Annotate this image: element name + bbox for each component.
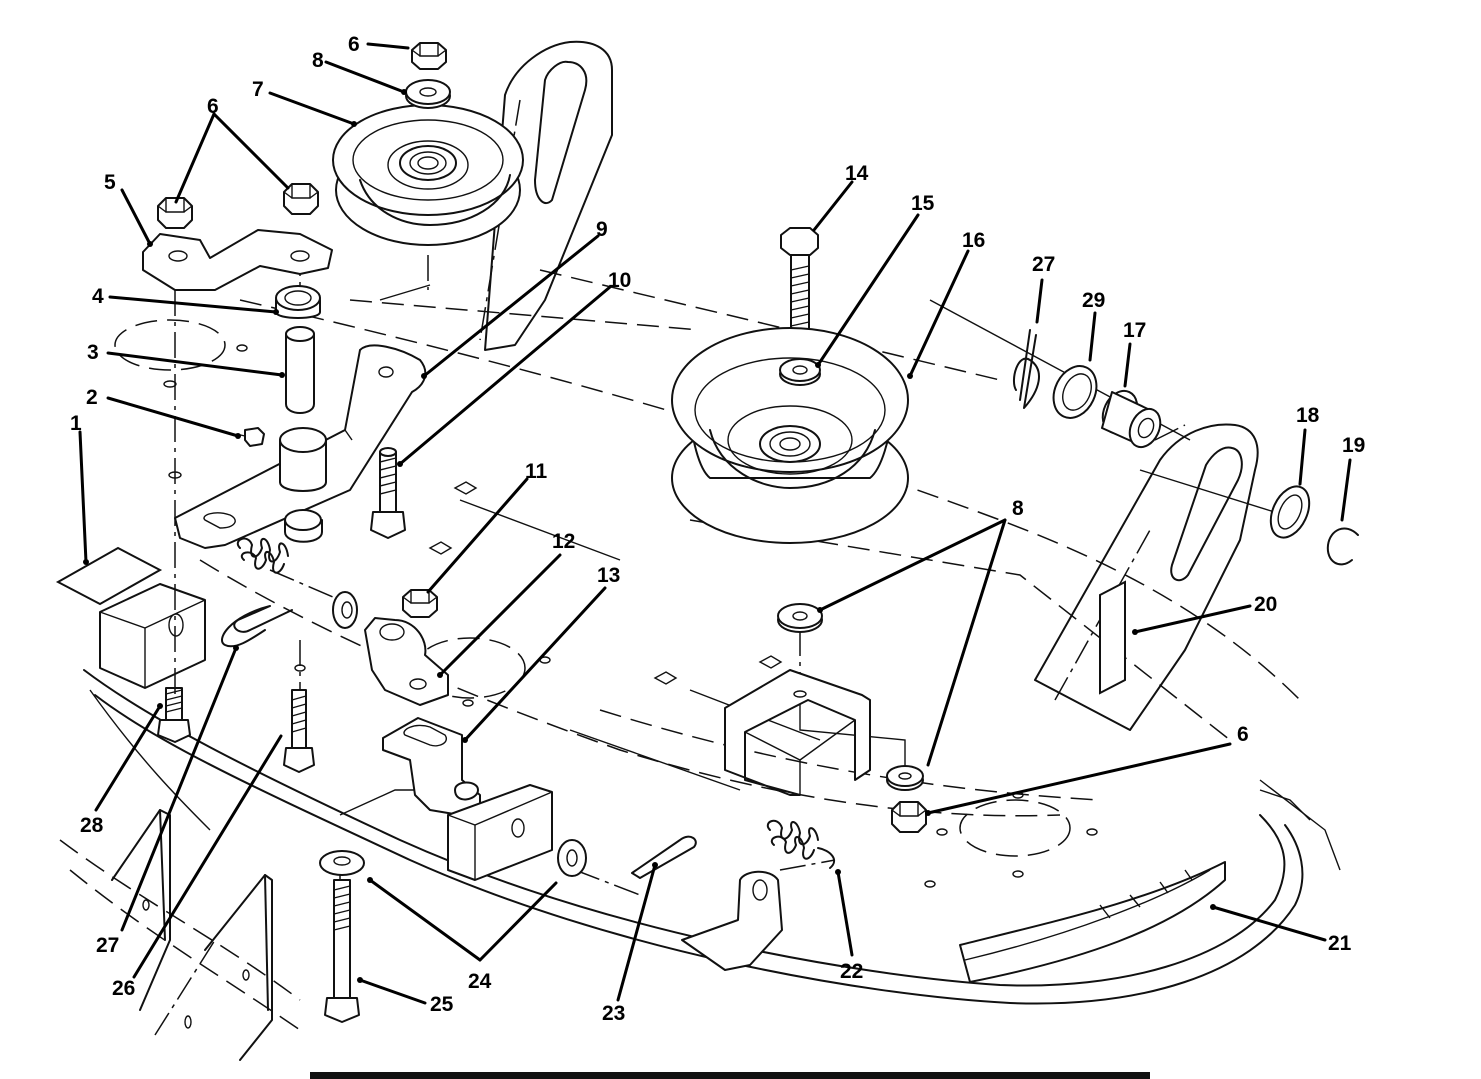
- clip-19: [1326, 527, 1359, 566]
- callout-29: 29: [1082, 289, 1105, 312]
- skid-21: [959, 861, 1226, 983]
- callout-22: 22: [840, 960, 863, 983]
- leader-lines: [78, 42, 1352, 1005]
- washer-24b: [557, 839, 587, 877]
- callout-8: 8: [312, 49, 324, 72]
- callout-19: 19: [1342, 434, 1365, 457]
- callout-6: 6: [207, 95, 219, 118]
- callout-24: 24: [468, 970, 492, 993]
- callout-23: 23: [602, 1002, 625, 1025]
- right-side-plate: [1034, 423, 1259, 731]
- bolt-26: [283, 689, 315, 773]
- cotter-pin-23: [631, 835, 697, 879]
- rear-pulley-plate: [479, 40, 613, 351]
- spacer-3: [285, 326, 315, 414]
- spring-left: [236, 537, 289, 574]
- callout-27: 27: [96, 934, 119, 957]
- callout-15: 15: [911, 192, 935, 215]
- washer-left: [332, 591, 358, 629]
- callout-3: 3: [87, 341, 99, 364]
- callout-28: 28: [80, 814, 104, 837]
- bolt-28: [157, 687, 191, 743]
- callout-21: 21: [1328, 932, 1352, 955]
- bolt-25: [324, 879, 360, 1023]
- callout-17: 17: [1123, 319, 1146, 342]
- callout-26: 26: [112, 977, 135, 1000]
- bushing-4: [275, 285, 321, 319]
- callout-12: 12: [552, 530, 575, 553]
- hair-pin-27-left: [221, 605, 293, 648]
- spring-22: [766, 819, 836, 869]
- callout-labels: 1 2 3 4 5 6 6 6 7 8 8 9 10 11 12 13 14 1…: [70, 33, 1365, 1025]
- washer-15: [779, 358, 821, 386]
- washer-8-mid: [777, 603, 823, 633]
- bolt-10: [370, 447, 406, 539]
- callout-5: 5: [104, 171, 116, 194]
- callout-16: 16: [962, 229, 985, 252]
- bracket-13: [382, 717, 481, 816]
- hair-pin-27-right: [1012, 329, 1040, 409]
- leader-dots: [83, 89, 1216, 983]
- callout-10: 10: [608, 269, 631, 292]
- pivot-hub: [279, 427, 327, 543]
- decal-1: [55, 546, 163, 606]
- nut-6-right: [283, 183, 319, 215]
- callout-11: 11: [525, 460, 548, 483]
- callout-13: 13: [597, 564, 620, 587]
- callout-27: 27: [1032, 253, 1055, 276]
- idler-pulley-7: [332, 104, 524, 246]
- deck-openings: [114, 319, 1098, 888]
- callout-9: 9: [596, 218, 608, 241]
- nut-6-top: [411, 42, 447, 70]
- washer-24a: [319, 850, 365, 876]
- washer-18: [1269, 485, 1311, 539]
- bracket-center: [724, 669, 871, 796]
- washer-8-low: [886, 765, 924, 791]
- bracket-lower: [447, 784, 553, 881]
- cropped-title-strip: [310, 1072, 1150, 1079]
- callout-7: 7: [252, 78, 264, 101]
- bushing-17: [1101, 389, 1162, 449]
- callout-6: 6: [348, 33, 360, 56]
- callout-14: 14: [845, 162, 869, 185]
- callout-4: 4: [92, 285, 104, 308]
- pulley-16: [671, 327, 909, 544]
- washer-29: [1052, 365, 1098, 419]
- bracket-12: [364, 617, 449, 706]
- idler-arm-9: [174, 344, 427, 549]
- decal-20: [1099, 580, 1126, 695]
- bolt-14: [780, 227, 819, 336]
- callout-20: 20: [1254, 593, 1277, 616]
- washer-8-top: [405, 79, 451, 109]
- deck-side-brackets: [111, 809, 273, 1061]
- bracket-5: [142, 229, 333, 291]
- nut-11: [402, 589, 438, 618]
- nut-6-left: [157, 197, 193, 229]
- bracket-left: [99, 583, 206, 689]
- callout-2: 2: [86, 386, 98, 409]
- callout-8: 8: [1012, 497, 1024, 520]
- callout-25: 25: [430, 993, 454, 1016]
- callout-6: 6: [1237, 723, 1249, 746]
- callout-18: 18: [1296, 404, 1320, 427]
- nut-6-lower: [891, 801, 927, 833]
- bracket-bottom: [681, 870, 783, 971]
- fitting-2: [235, 427, 265, 447]
- callout-1: 1: [70, 412, 82, 435]
